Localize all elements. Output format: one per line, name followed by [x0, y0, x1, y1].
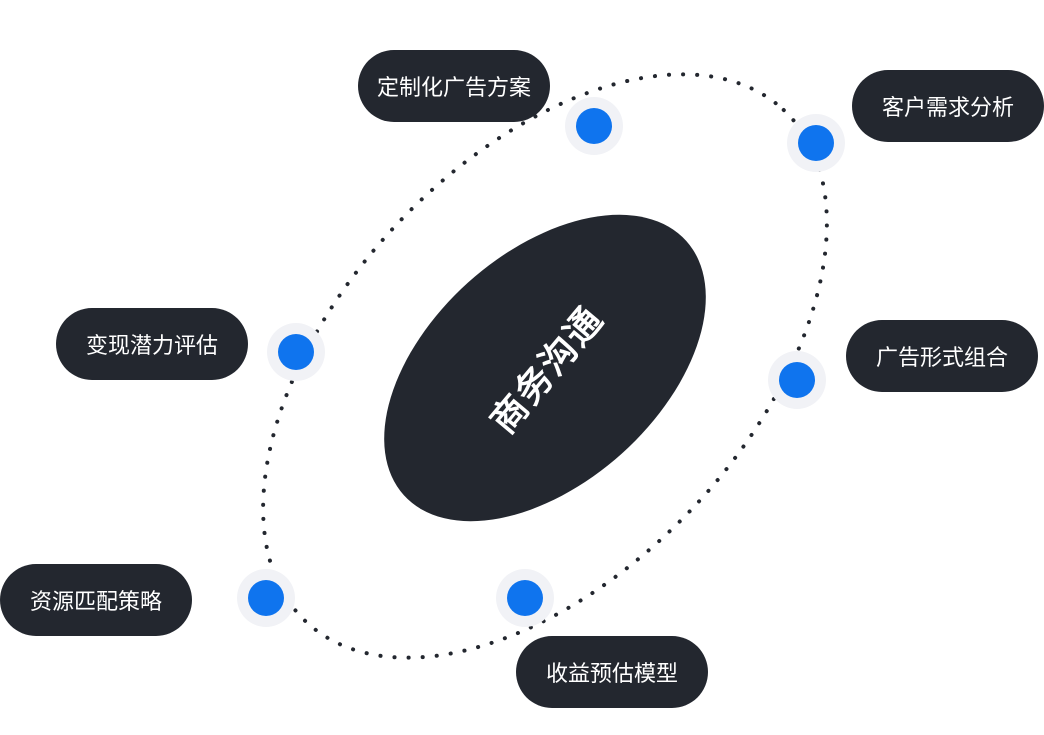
- node-dot: [248, 580, 284, 616]
- node-revenue-model[interactable]: [496, 569, 554, 627]
- label-resource-match: 资源匹配策略: [0, 564, 192, 636]
- node-resource-match[interactable]: [237, 569, 295, 627]
- node-customer-needs[interactable]: [787, 114, 845, 172]
- label-revenue-model: 收益预估模型: [516, 636, 708, 708]
- label-monetization: 变现潜力评估: [56, 308, 248, 380]
- node-dot: [278, 334, 314, 370]
- node-dot: [798, 125, 834, 161]
- node-ad-format[interactable]: [768, 351, 826, 409]
- node-dot: [507, 580, 543, 616]
- node-dot: [576, 108, 612, 144]
- node-monetization[interactable]: [267, 323, 325, 381]
- center-ellipse: [384, 214, 706, 522]
- label-ad-format: 广告形式组合: [846, 320, 1038, 392]
- node-custom-ad-plan[interactable]: [565, 97, 623, 155]
- label-customer-needs: 客户需求分析: [852, 70, 1044, 142]
- node-dot: [779, 362, 815, 398]
- orbit-dotted-ellipse: [261, 72, 829, 660]
- label-custom-ad-plan: 定制化广告方案: [358, 50, 550, 122]
